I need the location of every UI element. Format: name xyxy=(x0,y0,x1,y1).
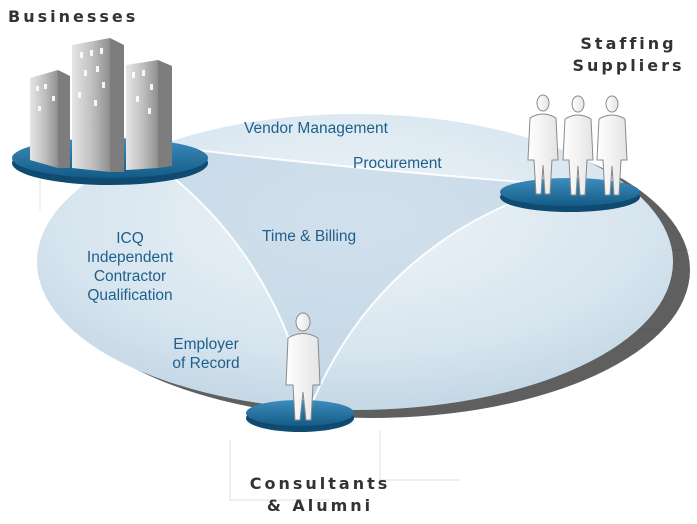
time-billing-label: Time & Billing xyxy=(262,228,357,245)
procurement-label: Procurement xyxy=(353,155,442,172)
consultants-title-line-2: & Alumni xyxy=(266,496,374,515)
staffing-title-line-1: Staffing xyxy=(580,34,677,53)
employer-line-2: of Record xyxy=(172,355,240,372)
staffing-people-icon xyxy=(527,94,628,196)
consultant-person-icon xyxy=(285,312,321,421)
vendor-management-label: Vendor Management xyxy=(244,120,388,137)
icq-label: ICQ Independent Contractor Qualification xyxy=(60,229,200,305)
icq-line-1: ICQ xyxy=(116,230,144,247)
buildings-icon xyxy=(30,38,172,172)
consultants-title-line-1: Consultants xyxy=(249,474,391,493)
businesses-title: Businesses xyxy=(8,7,139,26)
icq-line-4: Qualification xyxy=(87,287,173,304)
staffing-suppliers-title: Staffing Suppliers xyxy=(560,33,697,77)
employer-line-1: Employer xyxy=(173,336,239,353)
icq-line-2: Independent xyxy=(86,249,174,266)
employer-of-record-label: Employer of Record xyxy=(150,335,262,373)
icq-line-3: Contractor xyxy=(93,268,167,285)
central-triangle xyxy=(120,140,560,408)
consultants-alumni-title: Consultants & Alumni xyxy=(215,473,425,517)
staffing-title-line-2: Suppliers xyxy=(572,56,685,75)
